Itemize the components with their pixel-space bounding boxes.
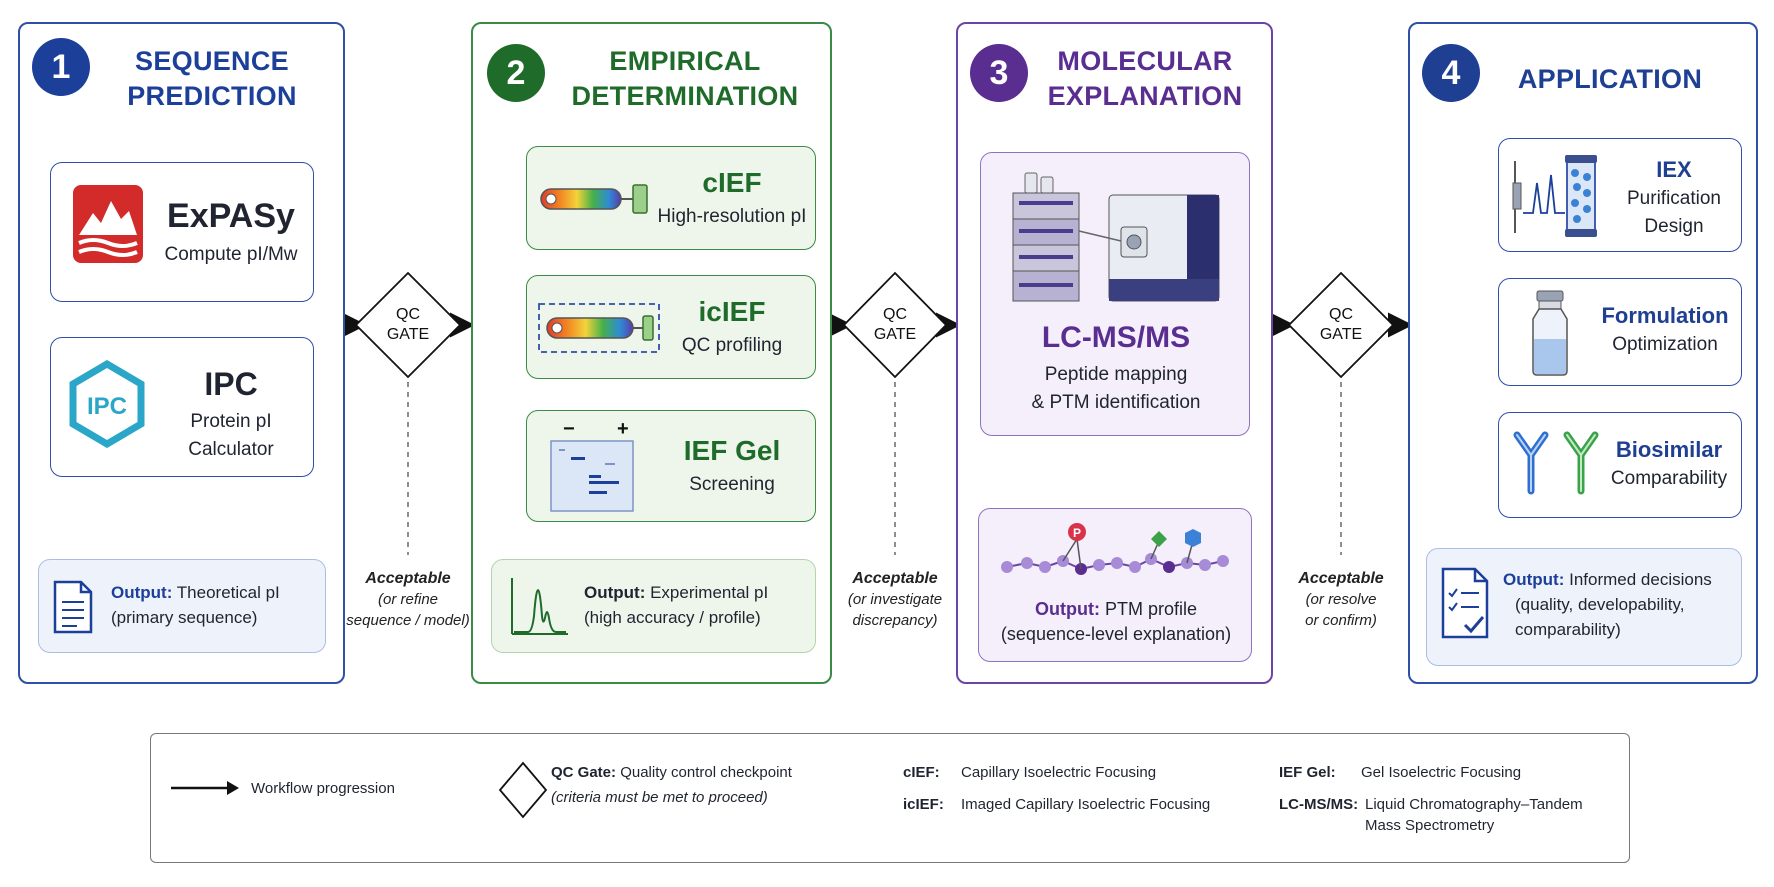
stage-4-badge: 4 [1422,44,1480,102]
iefgel-name: IEF Gel [683,435,781,466]
iefgel-card: − + IEF Gel Screening [526,410,816,522]
biosimilar-desc: Comparability [1610,468,1728,489]
stage-3-title: MOLECULAR EXPLANATION [1047,46,1243,111]
stage-1-output: Output: Theoretical pI (primary sequence… [38,559,326,653]
formulation-desc: Optimization [1612,334,1718,355]
legend-gate-diamond-icon [498,761,548,819]
expasy-card: ExPASy Compute pI/Mw [50,162,314,302]
stage-2-title: EMPIRICAL DETERMINATION [571,46,799,111]
formulation-name: Formulation [1601,303,1729,328]
biosimilar-name: Biosimilar [1615,437,1723,462]
legend-gate-text: QC Gate: Quality control checkpoint (cri… [551,764,792,806]
icief-card: icIEF QC profiling [526,275,816,379]
capillary-icon [540,184,648,214]
iex-column-icon [1512,155,1597,237]
stage-1-badge: 1 [32,38,90,96]
legend-icief-full: Imaged Capillary Isoelectric Focusing [961,796,1211,813]
peptide-chain-icon: P [1001,523,1229,575]
iex-desc: Purification Design [1627,188,1721,237]
lcms-instrument-icon [1012,172,1220,302]
legend-lcms-abbr: LC-MS/MS: [1279,796,1359,813]
qc-gate-1-note: Acceptable (or refine sequence / model) [346,570,470,629]
antibody-icon [1513,431,1599,495]
legend-panel: Workflow progression QC Gate: Quality co… [150,733,1630,863]
stage-4-panel: 4 APPLICATION IEX Purification Design F [1408,22,1758,684]
gel-plus-sign: + [617,419,629,440]
stage-3-panel: 3 MOLECULAR EXPLANATION LC-MS/MS [956,22,1273,684]
legend-cief-full: Capillary Isoelectric Focusing [961,764,1157,781]
ipc-name: IPC [204,366,258,402]
stage-4-title: APPLICATION [1517,64,1703,94]
lcms-desc: Peptide mapping & PTM identification [1031,364,1201,413]
cief-desc: High-resolution pI [657,206,807,227]
vial-icon [1532,290,1568,376]
icief-name: icIEF [698,296,766,327]
formulation-card: Formulation Optimization [1498,278,1742,386]
ipc-logo-icon: IPC [69,360,145,448]
legend-arrow-icon [171,781,239,795]
ipc-card: IPC IPC Protein pI Calculator [50,337,314,477]
qc-gate-1-diamond [354,271,462,379]
imaged-capillary-icon [538,303,660,353]
legend-gel-full: Gel Isoelectric Focusing [1361,764,1522,781]
electropherogram-icon [511,578,568,635]
biosimilar-card: Biosimilar Comparability [1498,412,1742,518]
iefgel-desc: Screening [689,474,775,495]
expasy-name: ExPASy [167,197,295,235]
legend-icief-abbr: icIEF: [903,796,944,813]
qc-gate-3-note: Acceptable (or resolve or confirm) [1298,570,1384,629]
icief-desc: QC profiling [681,335,783,356]
legend-lcms-full: Liquid Chromatography–Tandem Mass Spectr… [1365,796,1583,834]
stage-1-panel: 1 SEQUENCE PREDICTION ExPASy Compute pI/… [18,22,345,684]
stage-1-title: SEQUENCE PREDICTION [127,46,297,111]
stage-4-output-text: Output: Informed decisions (quality, dev… [1503,570,1712,639]
gel-minus-sign: − [563,419,575,440]
iex-card: IEX Purification Design [1498,138,1742,252]
stage-3-badge: 3 [970,44,1028,102]
expasy-desc: Compute pI/Mw [164,244,298,265]
cief-card: cIEF High-resolution pI [526,146,816,250]
stage-1-output-text: Output: Theoretical pI (primary sequence… [111,583,280,627]
legend-gel-abbr: IEF Gel: [1279,764,1336,781]
phosphorylation-marker: P [1073,526,1081,540]
ipc-logo-text: IPC [87,393,127,420]
checklist-icon [1441,567,1489,639]
ptm-output-card: P Output: PTM profile (sequence-level ex… [978,508,1252,662]
qc-gate-2-diamond [842,271,948,379]
qc-gate-2-note: Acceptable (or investigate discrepancy) [847,570,943,629]
stage-2-output: Output: Experimental pI (high accuracy /… [491,559,816,653]
iex-name: IEX [1656,157,1692,182]
gel-icon: − + [550,419,634,512]
stage-4-output: Output: Informed decisions (quality, dev… [1426,548,1742,666]
ipc-desc: Protein pI Calculator [188,411,274,460]
stage-2-output-text: Output: Experimental pI (high accuracy /… [584,583,769,627]
expasy-logo-icon [73,185,143,263]
legend-arrow-label: Workflow progression [251,780,395,797]
stage-3-output-text: Output: PTM profile (sequence-level expl… [1000,599,1232,644]
stage-2-panel: 2 EMPIRICAL DETERMINATION cIEF High-reso… [471,22,832,684]
document-icon [53,580,93,634]
legend-cief-abbr: cIEF: [903,764,940,781]
qc-gate-3-diamond [1287,271,1395,379]
lcms-card: LC-MS/MS Peptide mapping & PTM identific… [980,152,1250,436]
lcms-name: LC-MS/MS [1041,321,1191,354]
cief-name: cIEF [702,167,762,198]
stage-2-badge: 2 [487,44,545,102]
